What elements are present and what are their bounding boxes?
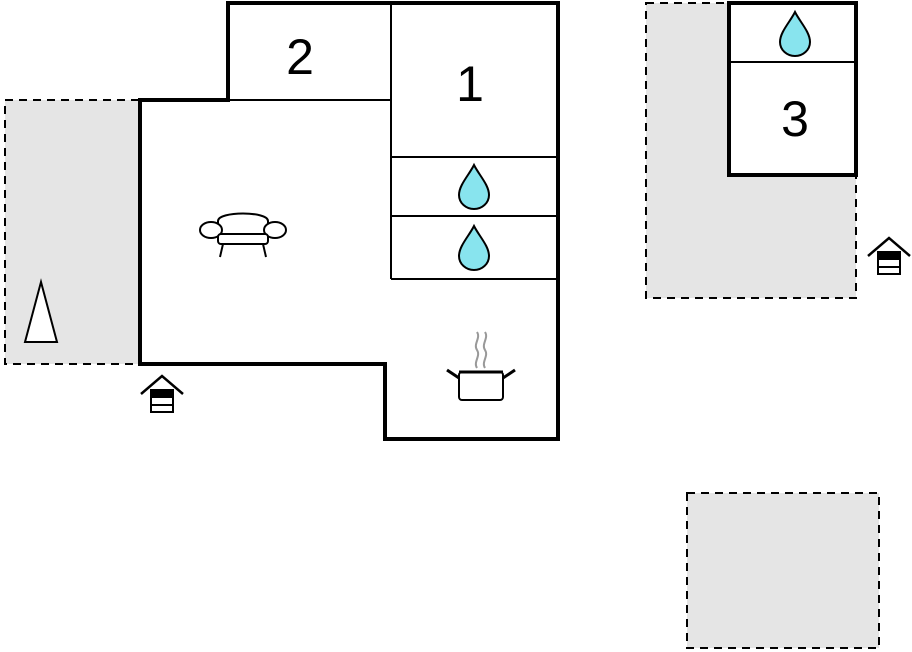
cooking-pot-icon (446, 331, 516, 401)
room-label-3: 3 (781, 91, 809, 147)
main-house-walls (138, 1, 560, 441)
room-label-2: 2 (286, 29, 314, 85)
entrance-icon (866, 236, 912, 276)
terrace-bottom (686, 492, 880, 649)
sofa-icon (199, 212, 287, 258)
entrance-icon (139, 374, 185, 414)
tent-icon (23, 278, 59, 343)
terrace-left (4, 99, 141, 365)
room-label-1: 1 (456, 56, 484, 112)
